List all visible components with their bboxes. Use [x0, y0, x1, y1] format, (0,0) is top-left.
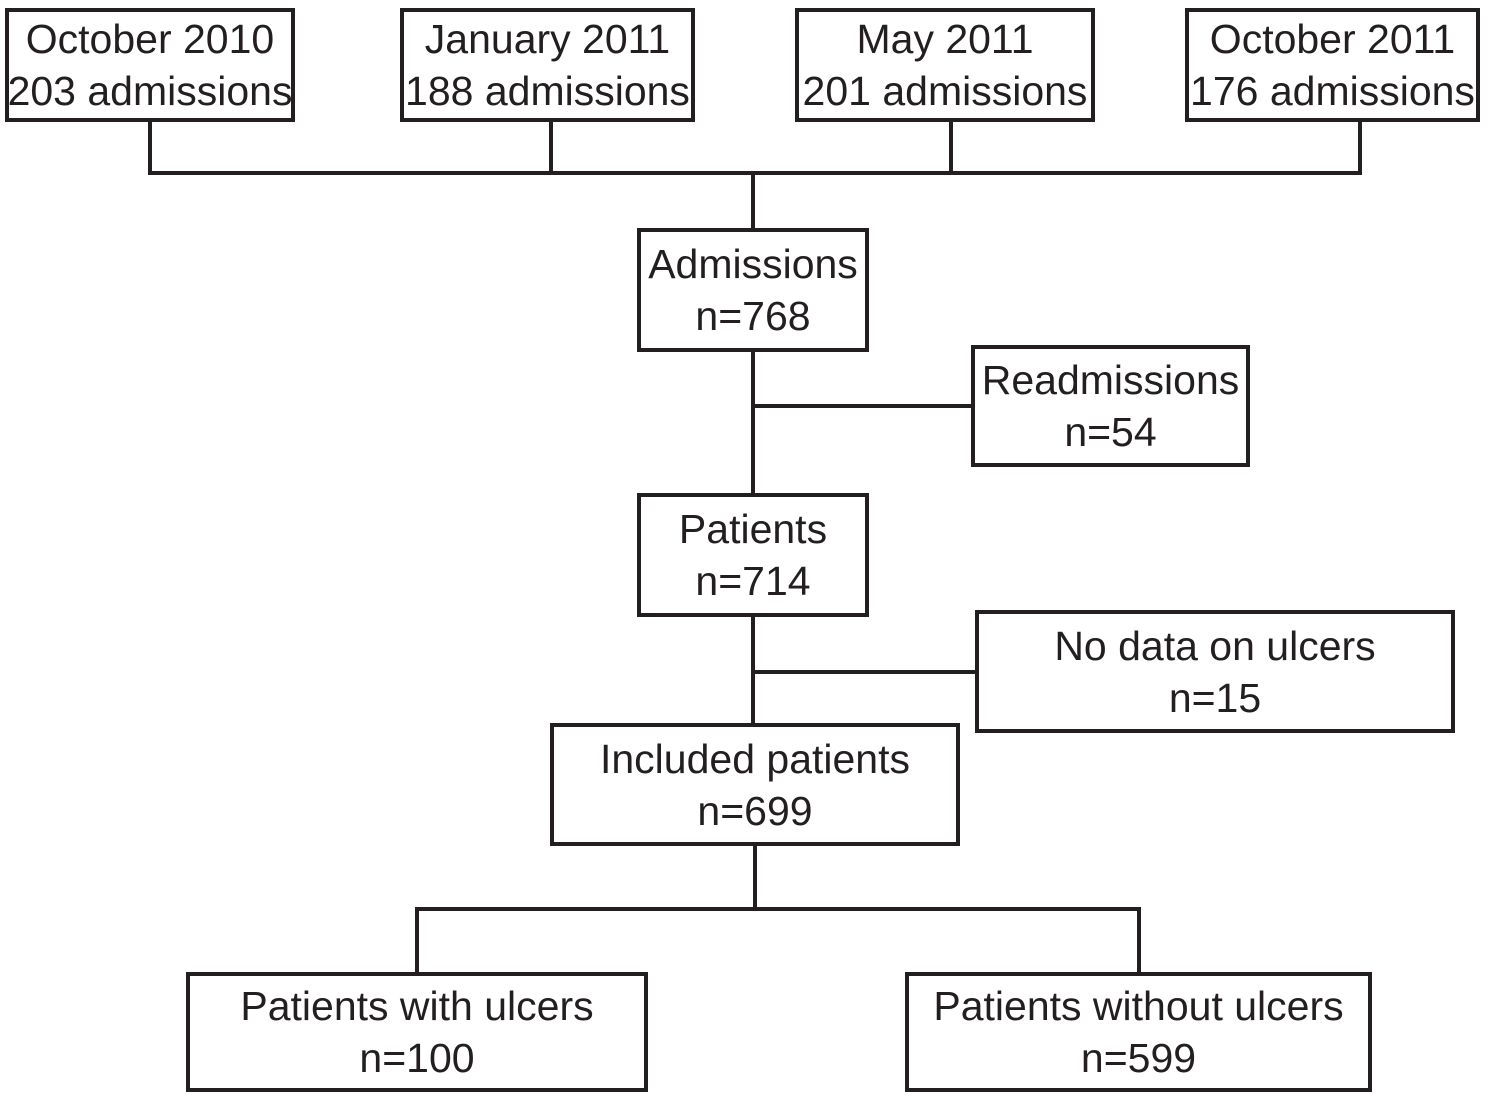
node-label: Patients — [678, 506, 828, 552]
node-patients-without-ulcers: Patients without ulcers n=599 — [905, 972, 1372, 1092]
node-readmissions: Readmissions n=54 — [971, 345, 1250, 467]
node-label: Patients with ulcers — [240, 983, 594, 1029]
node-count: n=15 — [1168, 674, 1262, 721]
node-count: n=714 — [695, 558, 811, 604]
cohort-admissions-count: 203 admissions — [7, 68, 293, 114]
node-label: Readmissions — [981, 357, 1240, 403]
node-october-2011-cohort: October 2011 176 admissions — [1185, 8, 1480, 122]
cohort-period: October 2010 — [25, 16, 275, 62]
node-count: n=100 — [359, 1035, 475, 1081]
node-patients-with-ulcers: Patients with ulcers n=100 — [186, 972, 648, 1092]
node-label: Included patients — [599, 735, 910, 782]
node-no-data-on-ulcers: No data on ulcers n=15 — [975, 610, 1455, 733]
node-included-patients: Included patients n=699 — [550, 723, 960, 846]
cohort-admissions-count: 176 admissions — [1190, 68, 1475, 114]
node-count: n=699 — [697, 787, 813, 834]
node-admissions: Admissions n=768 — [637, 228, 869, 352]
node-january-2011-cohort: January 2011 188 admissions — [400, 8, 695, 122]
node-patients: Patients n=714 — [637, 493, 869, 617]
cohort-admissions-count: 188 admissions — [405, 68, 690, 114]
node-label: Admissions — [648, 241, 858, 287]
cohort-admissions-count: 201 admissions — [802, 68, 1088, 114]
node-october-2010-cohort: October 2010 203 admissions — [5, 8, 295, 122]
cohort-period: May 2011 — [856, 16, 1034, 62]
cohort-period: January 2011 — [424, 16, 671, 62]
node-label: Patients without ulcers — [933, 983, 1344, 1029]
node-count: n=768 — [695, 293, 811, 339]
node-count: n=599 — [1080, 1035, 1197, 1081]
node-count: n=54 — [1064, 409, 1157, 455]
node-label: No data on ulcers — [1054, 622, 1376, 669]
cohort-period: October 2011 — [1209, 16, 1456, 62]
node-may-2011-cohort: May 2011 201 admissions — [795, 8, 1095, 122]
